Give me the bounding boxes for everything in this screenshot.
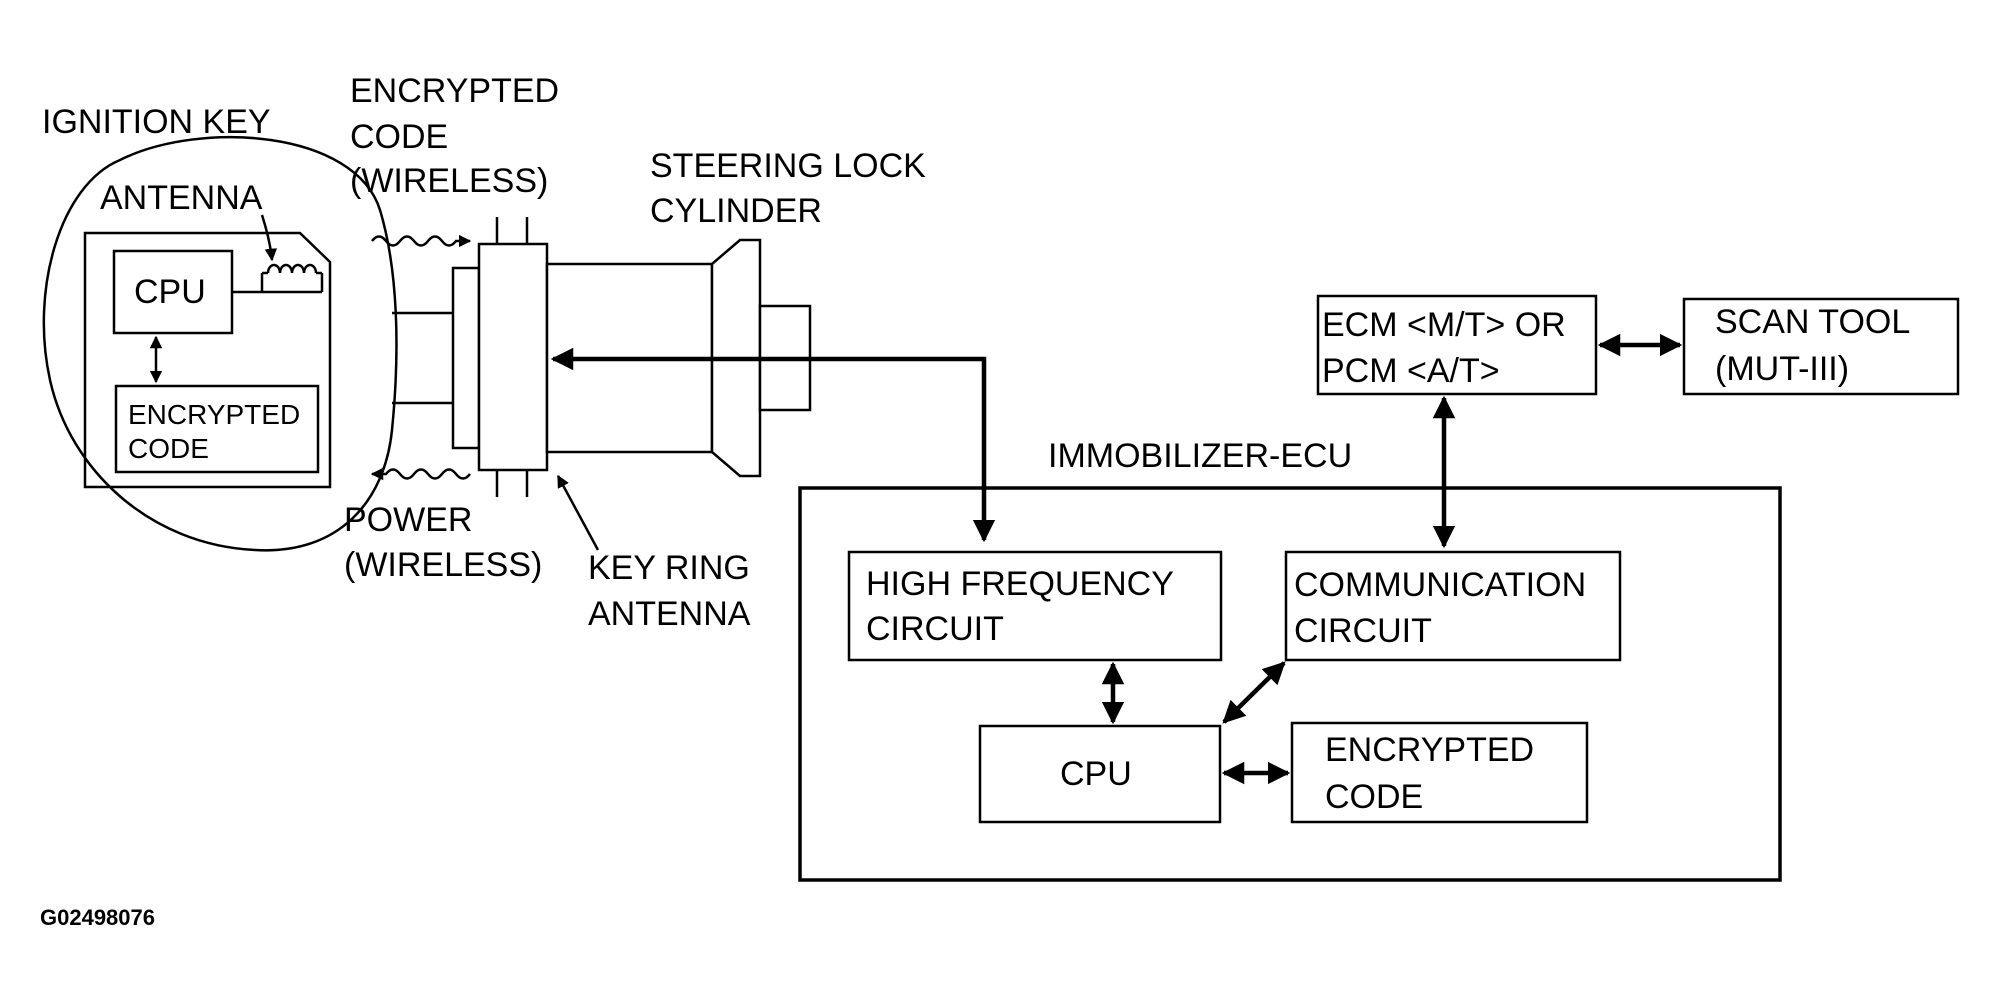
key-coil-icon — [232, 263, 324, 294]
encrypted-code-wave-icon — [371, 234, 472, 248]
key-ring-antenna-box — [477, 242, 549, 472]
scan-tool-label-line1: SCAN TOOL — [1715, 303, 1910, 341]
ecu-code-label-line1: ENCRYPTED — [1325, 731, 1534, 769]
scan-tool-label-line2: (MUT-III) — [1715, 350, 1849, 388]
figure-id: G02498076 — [40, 905, 155, 930]
ignition-key-label: IGNITION KEY — [42, 103, 271, 141]
wireless-signals: ENCRYPTED CODE (WIRELESS) POWER (WIRELES… — [344, 72, 559, 584]
hf-circuit-box — [847, 550, 1223, 662]
immobilizer-ecu-label: IMMOBILIZER-ECU — [1048, 437, 1352, 475]
ecu-cpu-box — [978, 724, 1222, 824]
scan-tool-box — [1682, 297, 1960, 396]
steering-lock-label-line1: STEERING LOCK — [650, 147, 926, 185]
key-cpu-label: CPU — [134, 273, 206, 311]
power-wireless-line1: POWER — [344, 501, 472, 539]
ecu-code-box — [1290, 721, 1589, 824]
hf-circuit-label-line1: HIGH FREQUENCY — [866, 565, 1174, 603]
ecu-cpu-label: CPU — [1060, 755, 1132, 793]
power-wave-icon — [370, 467, 471, 481]
power-wireless-line2: (WIRELESS) — [344, 546, 542, 584]
comm-circuit-label-line2: CIRCUIT — [1294, 612, 1432, 650]
antenna-label: ANTENNA — [100, 179, 263, 217]
hf-circuit-label-line2: CIRCUIT — [866, 610, 1004, 648]
immobilizer-ecu-frame — [798, 486, 1782, 882]
key-code-box — [114, 384, 320, 474]
key-ring-label-line2: ANTENNA — [588, 595, 751, 633]
ecm-label-line1: ECM <M/T> OR — [1322, 306, 1566, 344]
key-ring-outer — [451, 266, 481, 450]
comm-circuit-box — [1284, 550, 1622, 662]
ecm-label-line2: PCM <A/T> — [1322, 352, 1500, 390]
key-code-label-line2: CODE — [128, 433, 209, 464]
ignition-key: IGNITION KEY ANTENNA CPU ENCRYPTED CODE — [42, 103, 398, 552]
encrypted-code-wireless-line3: (WIRELESS) — [350, 162, 548, 200]
comm-circuit-label-line1: COMMUNICATION — [1294, 566, 1586, 604]
steering-lock-label-line2: CYLINDER — [650, 192, 822, 230]
key-ring-label-line1: KEY RING — [588, 549, 750, 587]
antenna-pointer-arrow — [260, 214, 278, 262]
encrypted-code-wireless-line2: CODE — [350, 118, 448, 156]
encrypted-code-wireless-line1: ENCRYPTED — [350, 72, 559, 110]
key-ring-hf-wire — [550, 347, 996, 543]
comm-cpu-arrow — [1222, 661, 1286, 724]
key-outline — [42, 135, 398, 552]
key-code-label-line1: ENCRYPTED — [128, 399, 300, 430]
key-ring-pointer-arrow — [556, 474, 600, 551]
key-inner-panel — [83, 231, 332, 489]
ecm-pcm-box — [1316, 294, 1598, 396]
ecu-code-label-line2: CODE — [1325, 778, 1423, 816]
